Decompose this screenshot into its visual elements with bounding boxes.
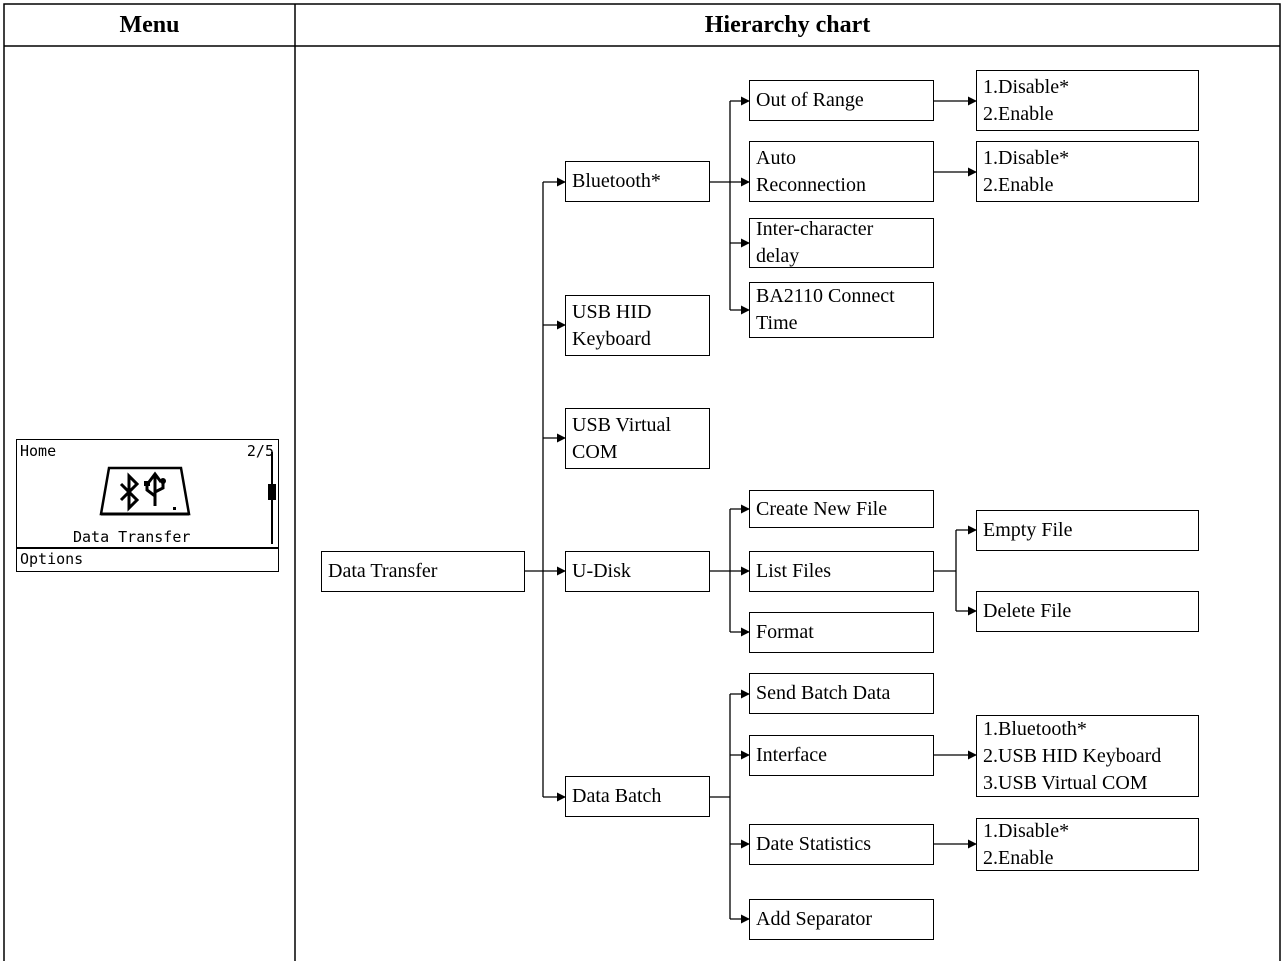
node-line: 2.Enable <box>983 173 1054 196</box>
node-date-statistics: Date Statistics <box>749 824 934 865</box>
node-line: Create New File <box>756 497 888 520</box>
node-line: Add Separator <box>756 908 873 930</box>
node-data-batch: Data Batch <box>565 776 710 817</box>
node-line: 2.USB HID Keyboard <box>983 744 1162 767</box>
node-line: Data Transfer <box>328 560 438 582</box>
node-date-statistics-opts: 1.Disable* 2.Enable <box>976 818 1199 871</box>
node-format: Format <box>749 612 934 653</box>
node-line: Date Statistics <box>756 833 871 855</box>
page-indicator: 2/5 <box>246 442 274 460</box>
node-line: delay <box>756 245 800 267</box>
node-line: Delete File <box>983 600 1072 622</box>
node-line: 2.Enable <box>983 846 1054 869</box>
node-list-files: List Files <box>749 551 934 592</box>
node-delete-file: Delete File <box>976 591 1199 632</box>
home-label: Home <box>20 442 57 460</box>
node-line: Empty File <box>983 519 1073 541</box>
node-line: Keyboard <box>572 327 651 350</box>
node-line: Auto <box>756 146 796 169</box>
node-empty-file: Empty File <box>976 510 1199 551</box>
connectors <box>525 96 977 924</box>
node-line: Inter-character <box>756 218 874 240</box>
node-line: List Files <box>756 560 832 582</box>
options-softkey: Options <box>20 550 84 568</box>
node-line: 3.USB Virtual COM <box>983 771 1148 794</box>
node-inter-char-delay: Inter-character delay <box>749 218 934 268</box>
node-out-of-range: Out of Range <box>749 80 934 121</box>
node-line: 1.Disable* <box>983 146 1070 169</box>
scrollbar-thumb <box>268 484 276 500</box>
node-line: Time <box>756 312 798 334</box>
node-line: 1.Disable* <box>983 75 1070 98</box>
node-line: 2.Enable <box>983 102 1054 125</box>
node-out-of-range-opts: 1.Disable* 2.Enable <box>976 70 1199 131</box>
device-title: Data Transfer <box>73 528 191 546</box>
node-usb-hid: USB HID Keyboard <box>565 295 710 356</box>
node-interface-opts: 1.Bluetooth* 2.USB HID Keyboard 3.USB Virt… <box>976 715 1199 797</box>
node-line: U-Disk <box>572 560 631 582</box>
node-root: Data Transfer <box>321 551 525 592</box>
node-line: Bluetooth* <box>572 170 661 192</box>
node-line: 1.Bluetooth* <box>983 717 1087 740</box>
bluetooth-usb-drive-icon <box>99 466 191 516</box>
node-udisk: U-Disk <box>565 551 710 592</box>
node-line: Format <box>756 621 814 643</box>
node-line: Reconnection <box>756 173 866 196</box>
node-line: Interface <box>756 744 828 766</box>
node-add-separator: Add Separator <box>749 899 934 940</box>
node-bluetooth: Bluetooth* <box>565 161 710 202</box>
node-line: Out of Range <box>756 89 864 111</box>
node-line: USB Virtual <box>572 413 671 436</box>
node-line: COM <box>572 440 618 463</box>
node-send-batch-data: Send Batch Data <box>749 673 934 714</box>
node-interface: Interface <box>749 735 934 776</box>
node-line: Send Batch Data <box>756 682 891 704</box>
node-create-new-file: Create New File <box>749 490 934 528</box>
hierarchy-header: Hierarchy chart <box>704 12 871 38</box>
node-line: BA2110 Connect <box>756 285 895 307</box>
node-line: 1.Disable* <box>983 819 1070 842</box>
node-auto-reconnection-opts: 1.Disable* 2.Enable <box>976 141 1199 202</box>
node-line: Data Batch <box>572 785 662 807</box>
device-screen: Home 2/5 Data Transfer Options <box>16 439 279 572</box>
table-grid <box>3 3 1281 961</box>
menu-header: Menu <box>119 12 180 38</box>
node-line: USB HID <box>572 300 652 323</box>
softkey-divider <box>17 547 278 549</box>
